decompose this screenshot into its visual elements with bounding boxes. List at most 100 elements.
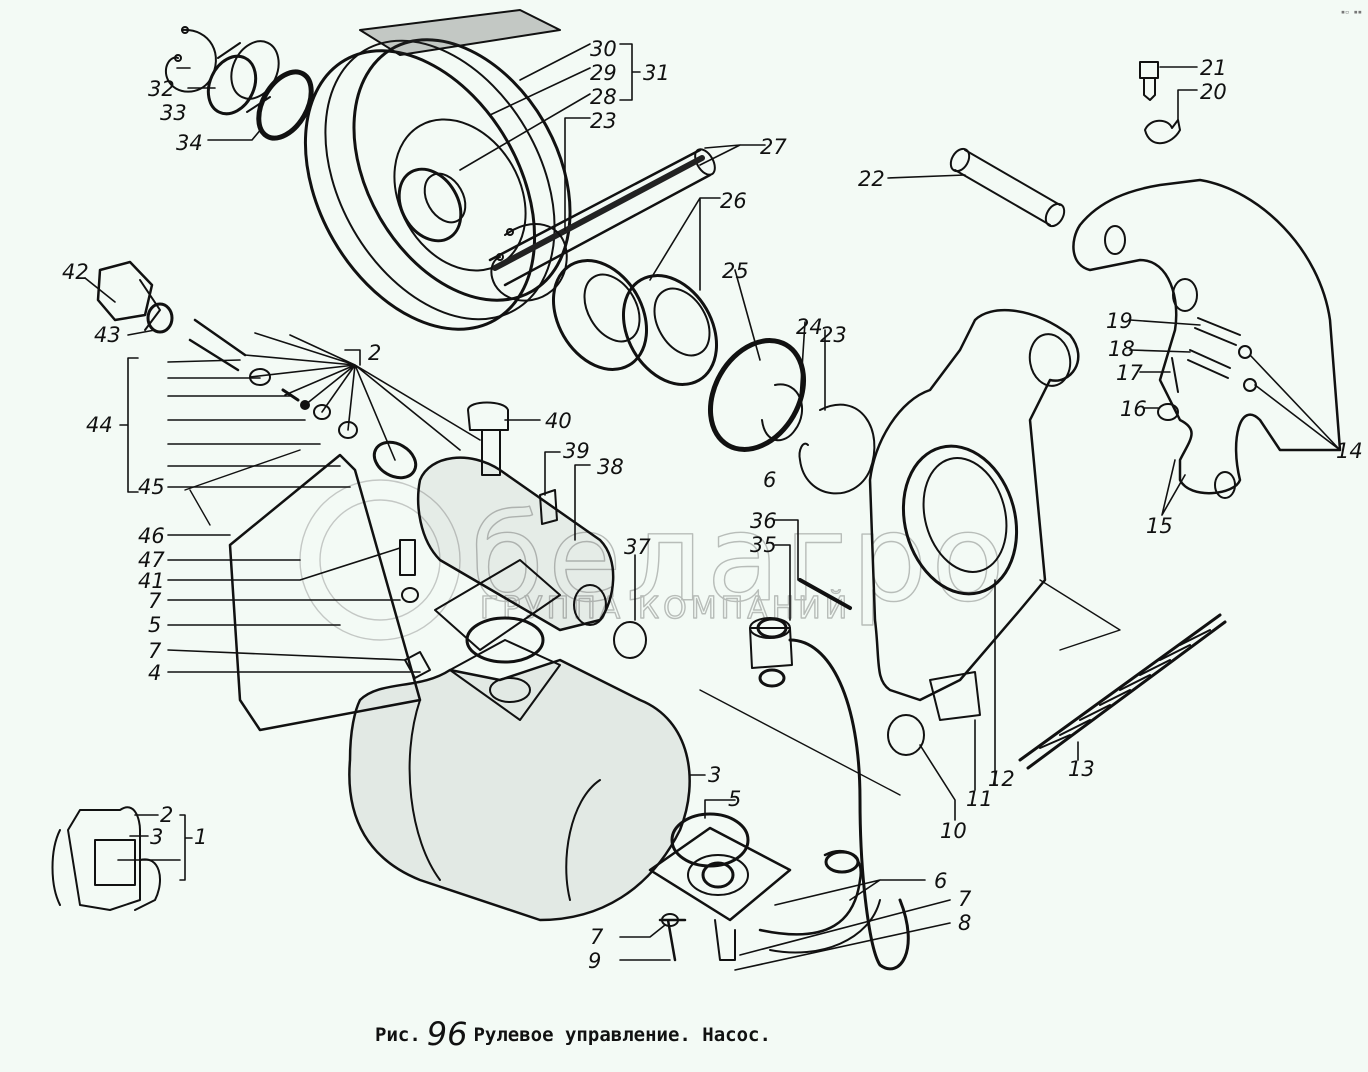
callout-17: 17	[1116, 361, 1143, 385]
part-6-hose-line	[788, 638, 910, 971]
figure-title: Рулевое управление. Насос.	[473, 1024, 771, 1046]
callout-24: 24	[796, 315, 823, 339]
callout-labels: 32 33 34 30 29 28 31 23 27 26 25 24 23 6…	[62, 37, 1363, 973]
callout-7-c: 7	[958, 887, 972, 911]
callout-23-a: 23	[590, 109, 617, 133]
part-seat	[313, 404, 331, 420]
part-7-washer-a	[401, 587, 419, 603]
callout-9: 9	[588, 949, 601, 973]
part-38-cover	[416, 456, 615, 632]
callout-44: 44	[86, 413, 113, 437]
callout-7-d: 7	[590, 925, 604, 949]
callout-36: 36	[750, 509, 777, 533]
part-17-cotter-pin	[1171, 357, 1179, 393]
callout-6-b: 6	[934, 869, 947, 893]
callout-35: 35	[750, 533, 777, 557]
callout-22: 22	[858, 167, 885, 191]
part-23-circlip-b	[798, 403, 876, 495]
callout-11: 11	[966, 787, 993, 811]
caption-prefix: Рис.	[375, 1024, 421, 1046]
part-34-o-ring	[256, 69, 314, 141]
callout-34: 34	[176, 131, 203, 155]
part-40-bolt	[467, 401, 509, 476]
part-10-nut	[887, 714, 925, 756]
part-11-block	[929, 671, 981, 721]
callout-27: 27	[760, 135, 787, 159]
part-bracket-right	[1072, 178, 1342, 499]
part-41-bolt	[399, 539, 416, 576]
part-spring-large	[372, 440, 418, 480]
figure-number: 96	[426, 1015, 468, 1053]
callout-40: 40	[545, 409, 572, 433]
part-23-circlip-a	[490, 223, 568, 302]
part-13-adjusting-screw	[1018, 613, 1227, 770]
callout-32: 32	[148, 77, 175, 101]
part-7-washer-d	[661, 913, 679, 927]
callout-31: 31	[643, 61, 670, 85]
callout-21: 21	[1200, 56, 1227, 80]
callout-42: 42	[62, 260, 89, 284]
part-26-bearings	[551, 259, 719, 386]
callout-26: 26	[720, 189, 747, 213]
part-16-washer	[1157, 403, 1179, 421]
part-12-lever-housing	[868, 309, 1080, 702]
callout-3-a: 3	[708, 763, 721, 787]
callout-13: 13	[1068, 757, 1095, 781]
callout-8: 8	[958, 911, 971, 935]
part-31-pulley-assembly	[303, 9, 572, 331]
part-valve-pin	[281, 388, 300, 402]
callout-12: 12	[988, 767, 1015, 791]
part-valve-body	[188, 318, 247, 372]
part-pipe-elbow	[758, 849, 881, 954]
callout-28: 28	[590, 85, 617, 109]
callout-2-a: 2	[368, 341, 381, 365]
part-5-o-ring-a	[465, 616, 545, 664]
corner-mark: ▪▫ ▪▪	[1340, 8, 1362, 16]
callout-14: 14	[1336, 439, 1363, 463]
part-22-pin	[949, 147, 1066, 228]
callout-45: 45	[138, 475, 165, 499]
callout-4: 4	[148, 661, 161, 685]
callout-18: 18	[1108, 337, 1135, 361]
callout-29: 29	[590, 61, 617, 85]
part-flange-upper	[434, 559, 561, 651]
callout-39: 39	[563, 439, 590, 463]
callout-3-b: 3	[150, 825, 163, 849]
leader-lines	[84, 43, 1341, 971]
callout-7-b: 7	[148, 639, 162, 663]
callout-5-a: 5	[148, 613, 161, 637]
callout-2-b: 2	[160, 803, 173, 827]
callout-38: 38	[597, 455, 624, 479]
callout-10: 10	[940, 819, 967, 843]
callout-41: 41	[138, 569, 165, 593]
callout-6-a: 6	[763, 468, 776, 492]
part-14-washer-a	[1238, 345, 1252, 359]
part-union-nut	[749, 617, 793, 688]
part-3-reservoir	[348, 639, 691, 922]
part-21-bolt	[1139, 61, 1159, 101]
part-36-stud	[798, 578, 852, 610]
callout-7-a: 7	[148, 589, 162, 613]
part-37-fitting	[613, 621, 647, 659]
callout-47: 47	[138, 548, 165, 572]
callout-23-b: 23	[820, 323, 847, 347]
part-27-shaft	[488, 148, 716, 287]
part-24-circlip	[761, 383, 804, 442]
part-25-o-ring	[707, 338, 807, 452]
callout-5-b: 5	[728, 787, 741, 811]
callout-37: 37	[624, 535, 651, 559]
part-bottom-flange	[648, 826, 792, 961]
part-18-bolt	[1187, 349, 1231, 379]
assembly-thumbnail	[51, 806, 161, 911]
part-43-seal-ring	[146, 302, 174, 334]
callout-43: 43	[94, 323, 121, 347]
callout-19: 19	[1106, 309, 1133, 333]
part-20-lock-washer	[1144, 119, 1181, 145]
callout-30: 30	[590, 37, 617, 61]
callout-25: 25	[722, 259, 749, 283]
callout-33: 33	[160, 101, 187, 125]
part-45-jet	[338, 421, 358, 439]
